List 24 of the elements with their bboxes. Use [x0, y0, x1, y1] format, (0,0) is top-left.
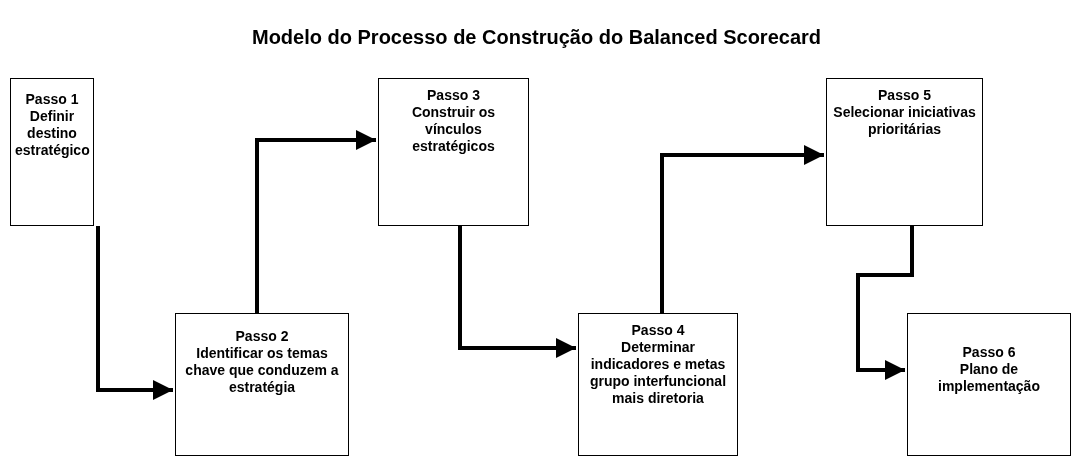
process-box [378, 78, 529, 226]
step-description: Plano de implementação [937, 361, 1041, 395]
step-description: Identificar os temas chave que conduzem a estratégia [184, 345, 340, 396]
process-box [578, 313, 738, 456]
process-box [175, 313, 349, 456]
connector-arrow [96, 226, 173, 400]
connector-arrow [660, 145, 824, 313]
step-description: Construir os vínculos estratégicos [410, 104, 497, 155]
step-label: Passo 5 [877, 87, 932, 104]
step-label: Passo 2 [234, 328, 290, 345]
step-label: Passo 3 [426, 87, 481, 104]
process-box [826, 78, 983, 226]
process-box [907, 313, 1071, 456]
step-label: Passo 1 [24, 91, 80, 108]
step-label: Passo 4 [630, 322, 686, 339]
step-description: Selecionar iniciativas prioritárias [832, 104, 977, 138]
connector-arrow [856, 226, 914, 380]
connector-arrow [458, 226, 576, 358]
connector-arrow [255, 130, 376, 313]
diagram-title: Modelo do Processo de Construção do Balanced Scorecard [252, 26, 821, 49]
step-description: Determinar indicadores e metas grupo interfuncional mais diretoria [588, 339, 728, 407]
step-description: Definir destino estratégico [15, 108, 89, 159]
process-box [10, 78, 94, 226]
step-label: Passo 6 [961, 344, 1017, 361]
